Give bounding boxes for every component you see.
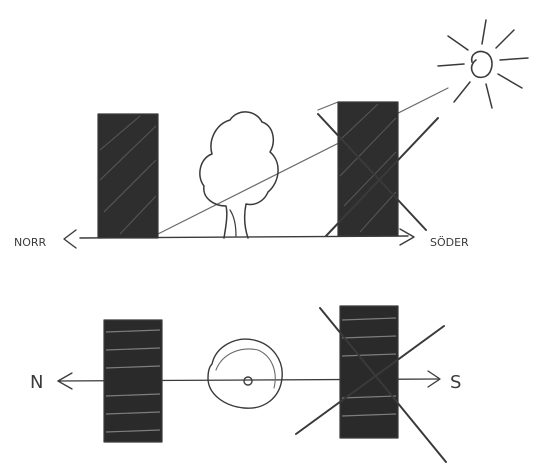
label-s: S bbox=[450, 372, 461, 393]
elevation-view: NORR SÖDER bbox=[14, 20, 528, 249]
building-south-elevation bbox=[318, 102, 438, 236]
building-north-elevation bbox=[98, 114, 158, 238]
label-norr: NORR bbox=[14, 236, 47, 249]
label-n: N bbox=[30, 372, 43, 393]
sun-ray-line bbox=[150, 88, 448, 238]
tree-icon bbox=[200, 112, 278, 238]
tree-plan-icon bbox=[208, 339, 282, 408]
label-soder: SÖDER bbox=[430, 236, 469, 249]
plan-view: N S bbox=[30, 306, 461, 462]
south-arrow-icon bbox=[400, 229, 414, 245]
tree-trunk-icon bbox=[244, 377, 252, 385]
sun-ray-line-upper bbox=[318, 102, 338, 110]
north-arrow-icon bbox=[64, 230, 76, 248]
sun-icon bbox=[438, 20, 528, 108]
building-south-plan bbox=[296, 306, 446, 462]
building-north-plan bbox=[104, 320, 162, 442]
